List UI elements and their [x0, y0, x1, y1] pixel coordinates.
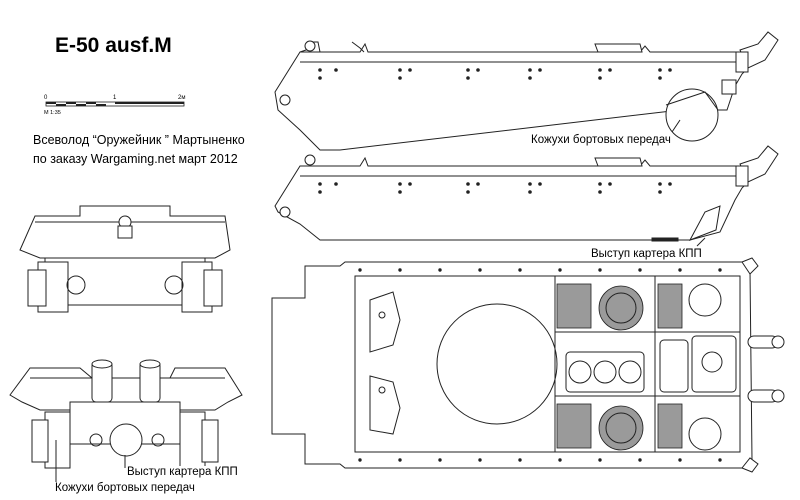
- side-view-upper: [274, 31, 779, 151]
- label-final-drive-covers-rear: Кожухи бортовых передач: [54, 482, 196, 494]
- author-credit: Всеволод “Оружейник ” Мартыненко: [33, 133, 245, 147]
- drawing-title: E-50 ausf.M: [55, 34, 172, 57]
- final-drive-cover-side: [665, 88, 719, 142]
- gearbox-protrusion-rear: [109, 423, 143, 457]
- commission-credit: по заказу Wargaming.net март 2012: [33, 152, 238, 166]
- label-final-drive-covers-side: Кожухи бортовых передач: [530, 134, 672, 146]
- label-gearbox-protrusion-rear: Выступ картера КПП: [126, 466, 239, 478]
- front-view: [19, 205, 231, 313]
- scale-tick-1: 1: [113, 95, 117, 101]
- top-view: [271, 257, 785, 473]
- turret-ring: [436, 303, 558, 425]
- scale-tick-0: 0: [44, 95, 48, 101]
- scale-tick-2: 2м: [178, 95, 185, 101]
- label-gearbox-protrusion-side: Выступ картера КПП: [590, 248, 703, 260]
- scale-ratio: М 1:35: [44, 110, 61, 116]
- gearbox-protrusion-side: [688, 205, 721, 241]
- rear-view: [9, 359, 243, 469]
- scale-bar: 0 1 2м М 1:35: [44, 95, 185, 116]
- side-view-lower: [274, 145, 779, 242]
